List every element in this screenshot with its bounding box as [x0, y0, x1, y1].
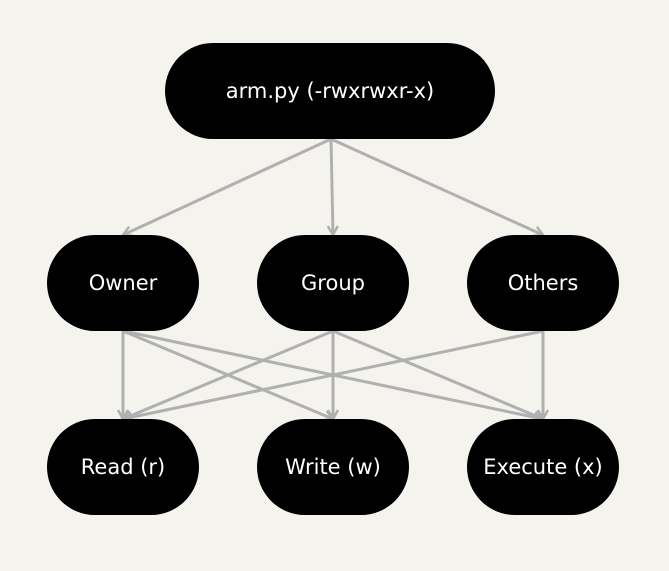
- edge-classes-2-to-permissions-0: [123, 329, 544, 419]
- others-node: Others: [467, 235, 619, 331]
- edge-group: [123, 137, 544, 419]
- edge-root-to-classes-1: [331, 138, 333, 235]
- owner-node: Owner: [47, 235, 199, 331]
- edge-classes-1-to-permissions-2: [332, 329, 543, 419]
- file-node-label: arm.py (-rwxrwxr-x): [225, 79, 435, 103]
- execute-node: Execute (x): [467, 419, 619, 515]
- read-node: Read (r): [47, 419, 199, 515]
- write-node: Write (w): [257, 419, 409, 515]
- write-node-label: Write (w): [285, 455, 381, 479]
- owner-node-label: Owner: [88, 271, 158, 295]
- edge-root-to-classes-2: [330, 137, 543, 235]
- edge-classes-1-to-permissions-0: [123, 329, 334, 419]
- read-node-label: Read (r): [80, 455, 166, 479]
- group-node-label: Group: [301, 271, 365, 295]
- file-node: arm.py (-rwxrwxr-x): [165, 43, 495, 139]
- edge-root-to-classes-0: [123, 137, 332, 235]
- execute-node-label: Execute (x): [483, 455, 603, 479]
- group-node: Group: [257, 235, 409, 331]
- others-node-label: Others: [507, 271, 579, 295]
